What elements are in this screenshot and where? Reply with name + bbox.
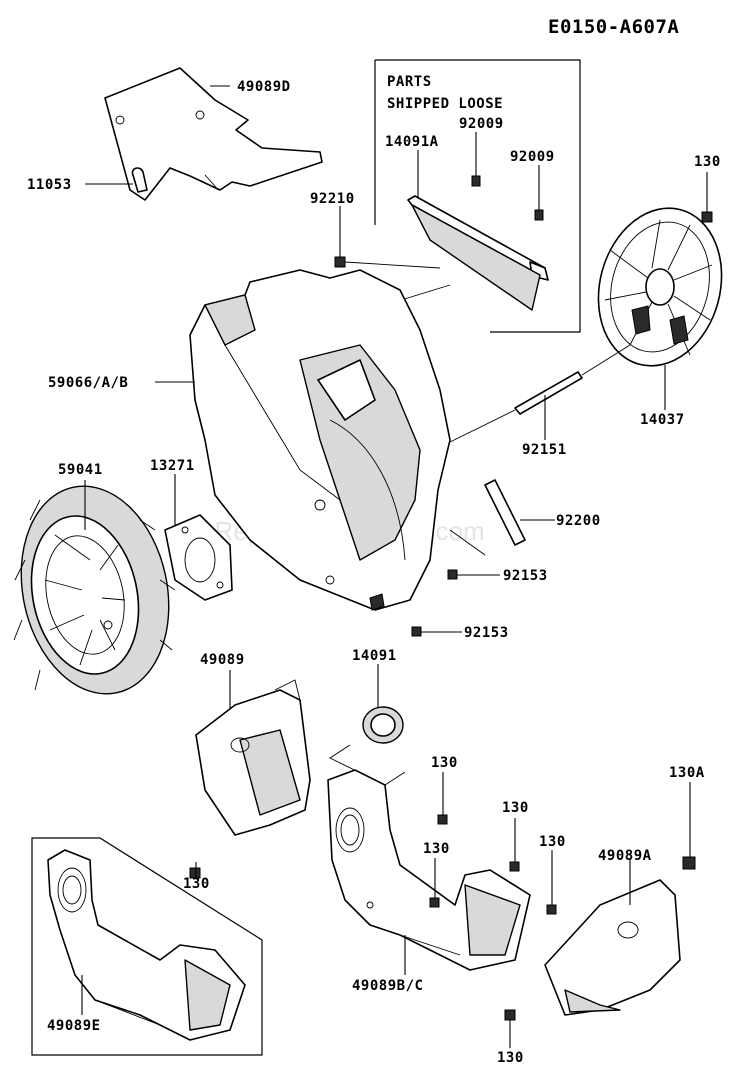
label-92009-a: 92009 — [459, 116, 504, 132]
label-130-left: 130 — [183, 876, 210, 892]
part-59041-fan — [13, 485, 176, 695]
part-92153-screw-b — [411, 626, 422, 637]
label-130-top: 130 — [694, 154, 721, 170]
parts-box-subtitle: SHIPPED LOOSE — [387, 96, 503, 112]
label-130-bottom: 130 — [497, 1050, 524, 1066]
label-92210: 92210 — [310, 191, 355, 207]
part-130-screw-left — [189, 867, 201, 879]
part-130-screw-r3 — [546, 904, 557, 915]
part-14091A-bracket — [407, 195, 549, 311]
label-92153-a: 92153 — [503, 568, 548, 584]
label-14091A: 14091A — [385, 134, 439, 150]
label-13271: 13271 — [150, 458, 195, 474]
part-130-screw-top — [701, 211, 713, 223]
parts-shipped-loose-box: PARTS SHIPPED LOOSE — [374, 59, 581, 333]
label-14091: 14091 — [352, 648, 397, 664]
inset-49089E — [31, 837, 263, 1056]
part-130-screw-r2 — [509, 861, 520, 872]
part-14037-plate — [597, 207, 723, 367]
label-130A: 130A — [669, 765, 705, 781]
label-14037: 14037 — [640, 412, 685, 428]
label-92009-b: 92009 — [510, 149, 555, 165]
part-59066-housing — [189, 269, 451, 611]
label-130-mid: 130 — [431, 755, 458, 771]
part-92210-nut — [334, 256, 346, 268]
part-92009-screw-b — [534, 209, 544, 221]
label-92200: 92200 — [556, 513, 601, 529]
part-13271-plate — [164, 514, 233, 601]
label-49089BC: 49089B/C — [352, 978, 423, 994]
part-92200-pin — [484, 479, 526, 546]
label-11053: 11053 — [27, 177, 72, 193]
part-49089A-cover — [544, 879, 681, 1016]
part-92151-stud — [514, 371, 583, 415]
parts-box-title: PARTS — [387, 74, 432, 90]
part-49089D-shroud — [104, 67, 323, 201]
label-92153-b: 92153 — [464, 625, 509, 641]
label-49089D: 49089D — [237, 79, 291, 95]
label-130-r3: 130 — [539, 834, 566, 850]
label-92151: 92151 — [522, 442, 567, 458]
label-49089: 49089 — [200, 652, 245, 668]
part-130-screw-bottom — [504, 1009, 516, 1021]
label-130-r1: 130 — [423, 841, 450, 857]
diagram-id: E0150-A607A — [548, 16, 679, 38]
part-130-screw-r1 — [429, 897, 440, 908]
label-130-r2: 130 — [502, 800, 529, 816]
part-11053-clip — [131, 167, 148, 193]
part-14091-collar — [362, 706, 404, 744]
part-92153-screw-a — [447, 569, 458, 580]
label-59066: 59066/A/B — [48, 375, 128, 391]
label-49089A: 49089A — [598, 848, 652, 864]
label-59041: 59041 — [58, 462, 103, 478]
part-92009-screw-a — [471, 175, 481, 187]
part-130A-nut — [682, 856, 696, 870]
label-49089E: 49089E — [47, 1018, 101, 1034]
part-49089BC-bracket — [327, 769, 531, 971]
part-49089-cover — [195, 679, 311, 836]
part-130-screw-mid — [437, 814, 448, 825]
